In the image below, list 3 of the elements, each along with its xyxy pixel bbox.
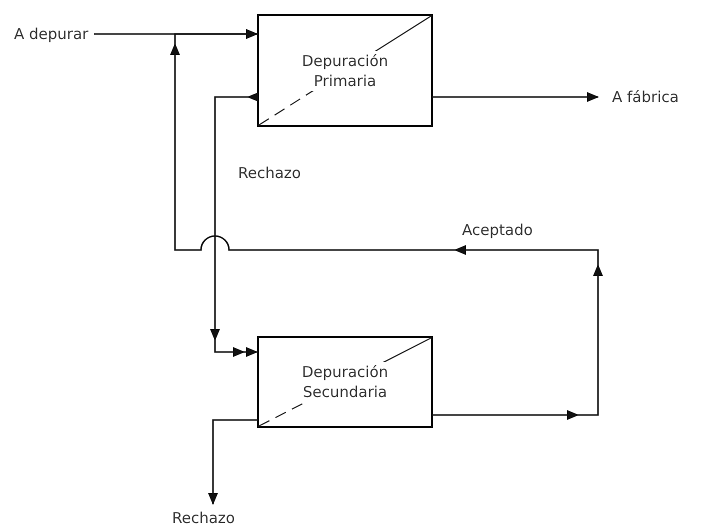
stream-label: A fábrica xyxy=(612,87,679,107)
stream-label: A depurar xyxy=(14,24,88,44)
stream-label: Rechazo xyxy=(172,508,235,528)
